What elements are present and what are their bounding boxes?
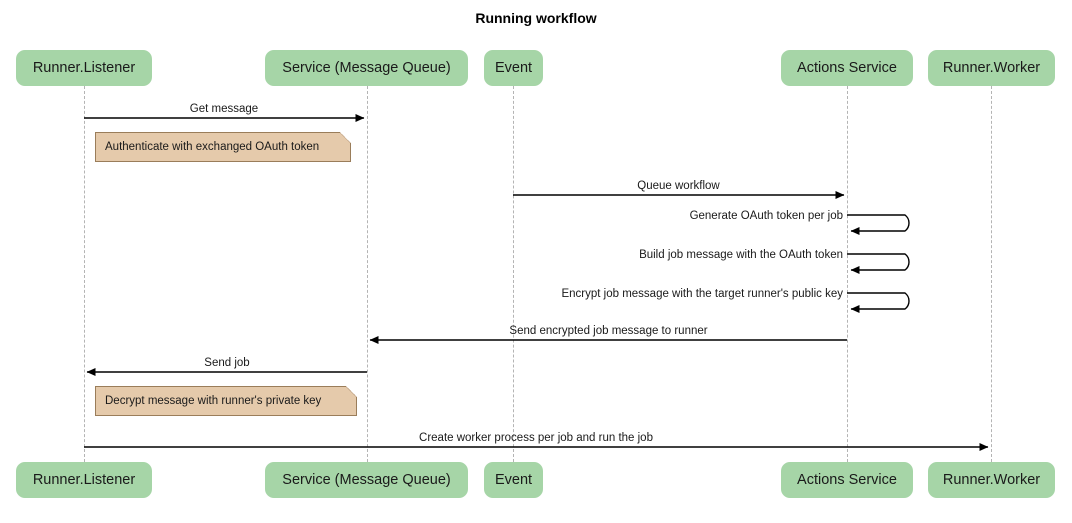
participant-footer-event[interactable]: Event <box>484 462 543 498</box>
lifeline-runner-worker <box>991 86 992 462</box>
participant-header-runner-listener[interactable]: Runner.Listener <box>16 50 152 86</box>
participant-header-runner-worker[interactable]: Runner.Worker <box>928 50 1055 86</box>
participant-footer-runner-listener[interactable]: Runner.Listener <box>16 462 152 498</box>
message-label-get-message: Get message <box>189 103 259 115</box>
message-label-encrypt-job-message: Encrypt job message with the target runn… <box>561 288 843 300</box>
message-label-send-encrypted-job-message: Send encrypted job message to runner <box>509 325 708 337</box>
message-label-queue-workflow: Queue workflow <box>637 180 720 192</box>
participant-header-actions-service[interactable]: Actions Service <box>781 50 913 86</box>
page-title: Running workflow <box>475 10 597 26</box>
note-label: Decrypt message with runner's private ke… <box>105 395 322 407</box>
note-decrypt-message-with-runners-private-key: Decrypt message with runner's private ke… <box>95 386 357 416</box>
participant-footer-actions-service[interactable]: Actions Service <box>781 462 913 498</box>
note-fold-icon <box>346 386 357 397</box>
lifeline-service-message-queue <box>367 86 368 462</box>
message-label-generate-oauth-token-per-job: Generate OAuth token per job <box>689 210 843 222</box>
lifeline-runner-listener <box>84 86 85 462</box>
message-label-build-job-message: Build job message with the OAuth token <box>639 249 843 261</box>
participant-header-event[interactable]: Event <box>484 50 543 86</box>
note-label: Authenticate with exchanged OAuth token <box>105 141 320 153</box>
participant-footer-runner-worker[interactable]: Runner.Worker <box>928 462 1055 498</box>
message-label-create-worker-process: Create worker process per job and run th… <box>419 432 653 444</box>
note-fold-icon <box>340 132 351 143</box>
participant-header-service-message-queue[interactable]: Service (Message Queue) <box>265 50 468 86</box>
message-label-send-job: Send job <box>204 357 250 369</box>
lifeline-actions-service <box>847 86 848 462</box>
participant-footer-service-message-queue[interactable]: Service (Message Queue) <box>265 462 468 498</box>
note-authenticate-with-exchanged-oauth-token: Authenticate with exchanged OAuth token <box>95 132 351 162</box>
lifeline-event <box>513 86 514 462</box>
